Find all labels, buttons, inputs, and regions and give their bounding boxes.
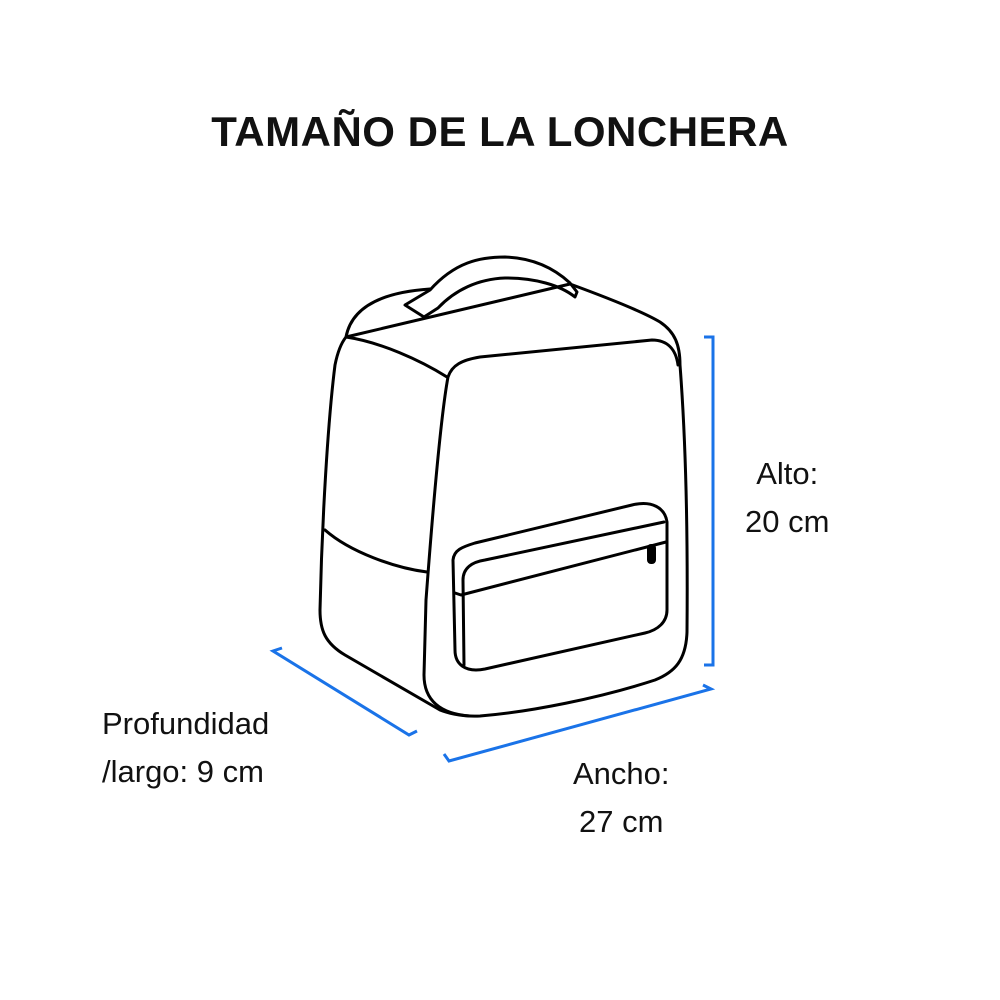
pocket-zipper xyxy=(453,540,668,597)
top-seam xyxy=(344,335,449,379)
height-bracket xyxy=(704,335,715,667)
handle xyxy=(403,255,579,319)
depth-label-title: Profundidad xyxy=(102,706,270,741)
bottom-seam xyxy=(323,528,429,574)
bag-body xyxy=(318,282,689,718)
depth-label: Profundidad /largo: 9 cm xyxy=(102,700,269,796)
front-panel xyxy=(422,338,680,718)
width-label: Ancho: 27 cm xyxy=(573,750,670,846)
height-label-value: 20 cm xyxy=(745,504,830,539)
lunchbox-outline xyxy=(318,255,689,718)
height-label: Alto: 20 cm xyxy=(745,450,829,546)
width-bracket xyxy=(442,683,716,763)
depth-bracket xyxy=(269,646,418,737)
zipper-pull-icon xyxy=(647,544,656,564)
width-label-title: Ancho: xyxy=(573,756,670,791)
width-label-value: 27 cm xyxy=(579,804,664,839)
depth-label-value: /largo: 9 cm xyxy=(102,754,264,789)
dimension-lines xyxy=(269,335,716,763)
page-title: TAMAÑO DE LA LONCHERA xyxy=(211,108,789,155)
pocket-inner xyxy=(461,520,666,667)
height-label-title: Alto: xyxy=(756,456,819,491)
front-pocket xyxy=(451,502,669,672)
